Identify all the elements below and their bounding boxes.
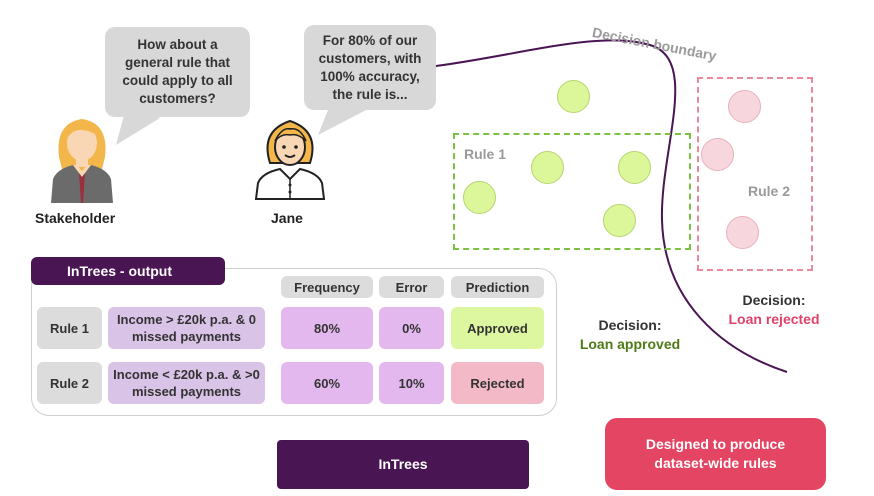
stakeholder-avatar-icon	[51, 119, 113, 203]
jane-avatar-icon	[254, 119, 326, 200]
intrees-output-title: InTrees - output	[31, 257, 225, 285]
stakeholder-label: Stakeholder	[35, 210, 116, 226]
table-row-2-error: 10%	[379, 362, 444, 404]
table-row-1-condition: Income > £20k p.a. & 0 missed payments	[108, 307, 265, 349]
header-frequency: Frequency	[281, 276, 373, 298]
decision-rejected-title: Decision:	[742, 292, 806, 308]
table-row-1-error: 0%	[379, 307, 444, 349]
approved-point	[618, 151, 651, 184]
approved-point	[531, 151, 564, 184]
table-row-2-condition: Income < £20k p.a. & >0 missed payments	[108, 362, 265, 404]
designed-rules-text: Designed to produce dataset-wide rules	[645, 436, 786, 471]
header-prediction: Prediction	[451, 276, 544, 298]
rule-2-region	[697, 77, 813, 271]
header-error: Error	[379, 276, 444, 298]
jane-speech-bubble: For 80% of our customers, with 100% accu…	[304, 25, 436, 110]
table-row-2-frequency: 60%	[281, 362, 373, 404]
rule-1-region	[453, 133, 691, 250]
approved-point	[463, 181, 496, 214]
table-row-2-prediction: Rejected	[451, 362, 544, 404]
decision-rejected: Decision: Loan rejected	[714, 291, 834, 329]
rejected-point	[728, 90, 761, 123]
table-row-1-prediction: Approved	[451, 307, 544, 349]
table-row-2-rule: Rule 2	[37, 362, 102, 404]
rule-1-region-label: Rule 1	[464, 146, 507, 162]
approved-point	[603, 204, 636, 237]
rule-2-region-label: Rule 2	[748, 183, 791, 199]
decision-approved: Decision: Loan approved	[570, 316, 690, 354]
table-row-1-frequency: 80%	[281, 307, 373, 349]
decision-rejected-value: Loan rejected	[728, 311, 820, 327]
approved-point	[557, 80, 590, 113]
rejected-point	[726, 216, 759, 249]
stakeholder-speech-bubble: How about a general rule that could appl…	[105, 27, 250, 117]
decision-approved-value: Loan approved	[579, 336, 681, 352]
jane-label: Jane	[271, 210, 303, 226]
jane-speech-text: For 80% of our customers, with 100% accu…	[318, 32, 422, 102]
designed-rules-button[interactable]: Designed to produce dataset-wide rules	[605, 418, 826, 490]
decision-approved-title: Decision:	[598, 317, 662, 333]
rejected-point	[701, 138, 734, 171]
intrees-button[interactable]: InTrees	[277, 440, 529, 489]
table-row-1-rule: Rule 1	[37, 307, 102, 349]
stakeholder-speech-text: How about a general rule that could appl…	[122, 37, 233, 106]
